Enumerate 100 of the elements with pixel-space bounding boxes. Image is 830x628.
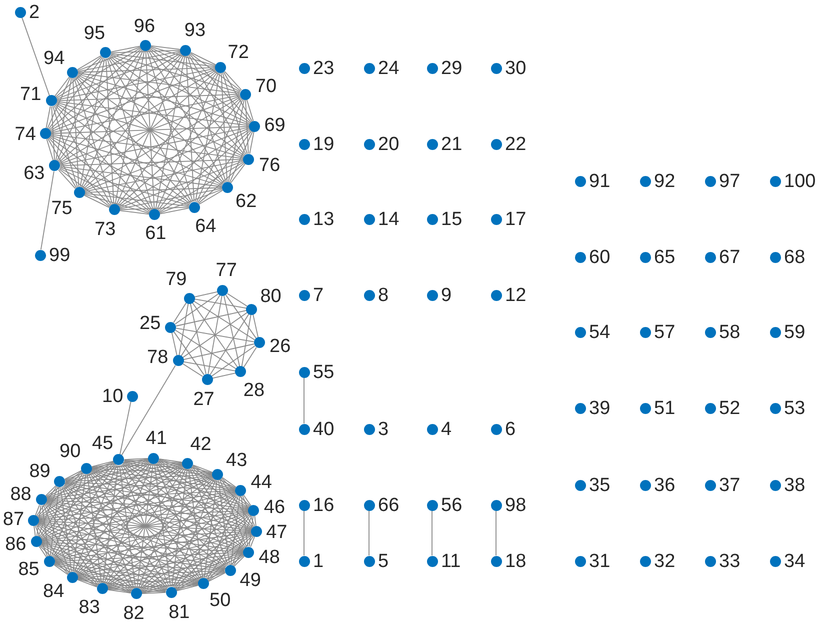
edge-line [41, 531, 252, 542]
node-label: 46 [264, 498, 286, 517]
edge-line [46, 462, 114, 498]
node-label: 1 [313, 552, 324, 570]
edge-line [40, 465, 184, 540]
edge-line [212, 372, 236, 379]
edge-line [114, 50, 145, 205]
edge-line [38, 520, 252, 532]
node-dot [574, 176, 586, 186]
node-label: 12 [505, 286, 526, 304]
edge-line [124, 460, 213, 474]
edge-line [64, 482, 249, 510]
node-dot [96, 583, 108, 594]
edge-line [150, 45, 181, 50]
node-label: 44 [250, 473, 272, 492]
edge-line [141, 571, 226, 593]
edge-line [64, 461, 114, 480]
edge-line [106, 493, 236, 586]
edge-line [252, 314, 259, 338]
node-label: 24 [378, 58, 400, 78]
node-label: 64 [195, 217, 216, 236]
edge-line [46, 474, 213, 500]
edge-line [34, 504, 40, 516]
edge-line [119, 210, 150, 215]
edge-line [119, 464, 136, 589]
edge-line [123, 462, 252, 530]
edge-line [55, 78, 72, 161]
edge-line [158, 458, 183, 463]
edge-line [47, 138, 77, 188]
edge-line [60, 166, 222, 188]
node-label: 18 [505, 552, 526, 570]
node-dot [180, 44, 192, 56]
edge-line [50, 94, 240, 134]
node-label: 52 [719, 398, 740, 418]
edge-line [46, 500, 244, 552]
node-label: 75 [51, 198, 72, 218]
edge-line [78, 67, 216, 73]
node-label: 79 [166, 270, 187, 289]
node-label: 26 [270, 337, 291, 356]
node-dot [640, 326, 650, 338]
edge-line [54, 511, 250, 561]
edge-line [176, 328, 254, 342]
edge-line [77, 578, 198, 584]
node-label: 81 [168, 602, 190, 622]
node-dot [74, 187, 85, 198]
edge-line [64, 484, 200, 582]
edge-line [156, 462, 228, 566]
node-dot [298, 290, 310, 300]
edge-line [92, 463, 183, 468]
edge-line [124, 461, 250, 509]
node-dot [426, 290, 438, 300]
edge-line [196, 98, 244, 202]
edge-line [54, 564, 98, 587]
edge-line [250, 536, 256, 548]
edge-line [54, 562, 199, 584]
node-dot [490, 138, 502, 150]
edge-line [190, 52, 242, 92]
edge-line [158, 459, 213, 474]
node-dot [67, 67, 78, 78]
node-dot [298, 424, 310, 434]
node-dot [704, 326, 716, 338]
edge-line [232, 514, 252, 566]
edge-line [52, 106, 78, 188]
edge-line [192, 302, 238, 368]
node-label: 53 [784, 398, 806, 418]
node-label: 70 [255, 76, 277, 96]
edge-line [90, 471, 200, 581]
edge-line [62, 486, 134, 590]
node-dot [426, 214, 438, 224]
node-label: 36 [654, 476, 676, 494]
edge-line [38, 522, 167, 590]
edge-line [107, 589, 132, 594]
node-label: 76 [259, 156, 280, 175]
edge-line [80, 58, 106, 188]
edge-line [192, 466, 250, 508]
edge-line [56, 102, 244, 158]
edge-line [64, 459, 149, 481]
node-dot [217, 285, 228, 296]
node-label: 47 [266, 522, 288, 542]
edge-line [243, 494, 252, 506]
edge-line [91, 468, 236, 490]
edge-line [140, 554, 244, 592]
edge-line [49, 136, 151, 212]
edge-line [220, 72, 228, 182]
edge-line [54, 76, 70, 97]
edge-line [174, 514, 250, 589]
node-dot [172, 355, 184, 366]
edge-line [84, 194, 110, 208]
node-label: 66 [378, 496, 400, 514]
edge-line [54, 563, 132, 592]
edge-line [192, 464, 214, 473]
edge-line [222, 477, 236, 488]
edge-line [46, 77, 71, 130]
edge-line [56, 58, 104, 162]
node-dot [574, 556, 586, 566]
node-label: 80 [260, 286, 282, 306]
edge-line [194, 291, 218, 298]
node-dot [426, 62, 438, 74]
edge-line [56, 101, 250, 126]
node-label: 19 [313, 134, 334, 154]
